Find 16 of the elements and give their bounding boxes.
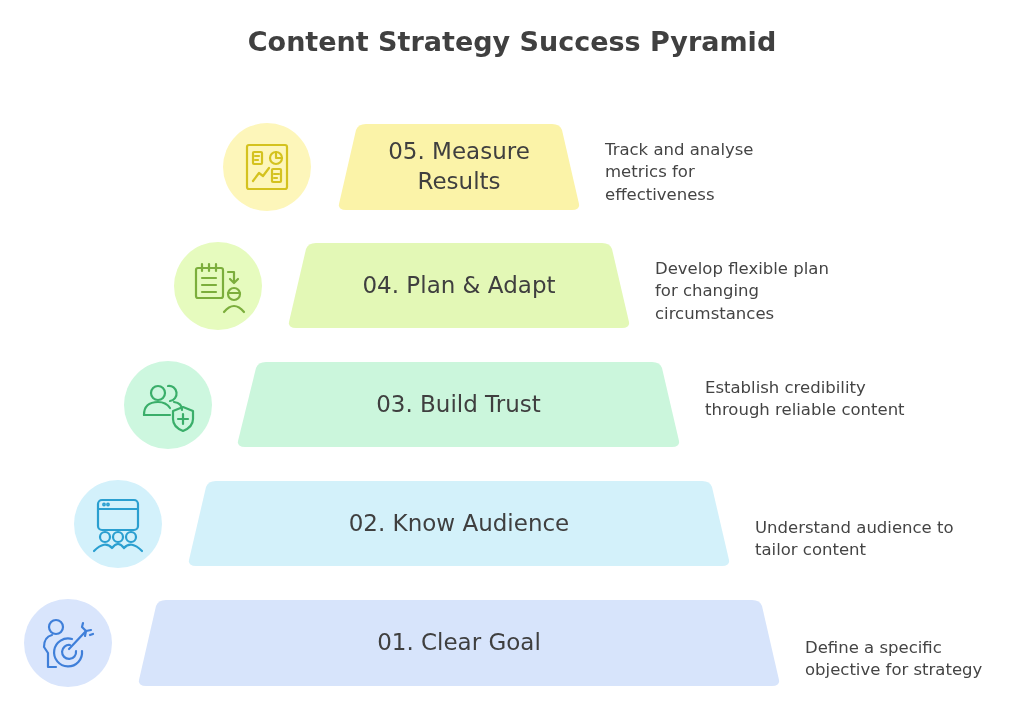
tier-description: Define a specific objective for strategy — [805, 637, 984, 682]
tier-label: 01. Clear Goal — [377, 628, 541, 658]
pyramid-tier — [237, 362, 680, 447]
tier-description: Track and analyse metrics for effectiveness — [605, 139, 755, 206]
tier-label: 03. Build Trust — [376, 389, 541, 419]
pyramid-tier — [288, 243, 630, 328]
tier-description: Develop flexible plan for changing circumstances — [655, 258, 830, 325]
pyramid-tier — [188, 481, 730, 566]
pyramid-tier — [338, 124, 580, 210]
tier-label: 05. Measure Results — [387, 137, 531, 196]
tier-label: 04. Plan & Adapt — [362, 270, 556, 300]
pyramid-tier — [138, 600, 780, 686]
title: Content Strategy Success Pyramid — [246, 26, 778, 57]
tier-description: Understand audience to tailor content — [755, 517, 955, 562]
tier-description: Establish credibility through reliable content — [705, 377, 905, 422]
tier-label: 02. Know Audience — [348, 508, 570, 538]
